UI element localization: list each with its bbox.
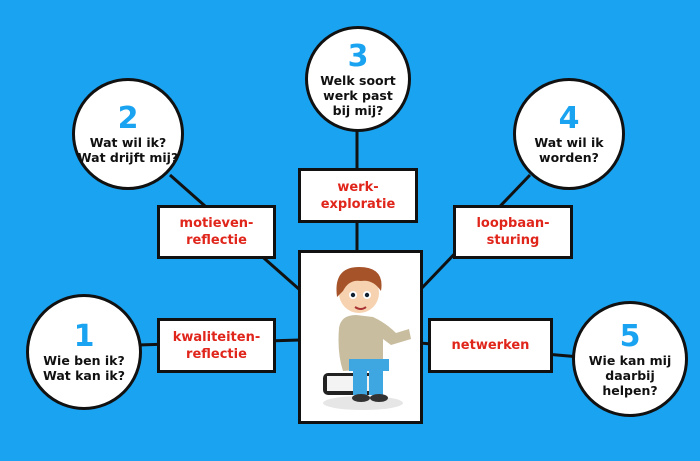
step-number: 5: [619, 318, 641, 354]
step-question: Wat wil ik worden?: [534, 135, 604, 165]
step-circle-1: 1 Wie ben ik? Wat kan ik?: [26, 294, 142, 410]
step-number: 3: [347, 38, 369, 74]
step-circle-5: 5 Wie kan mij daarbij helpen?: [572, 301, 688, 417]
step-number: 4: [558, 101, 580, 136]
label-box-motievenreflectie: motieven- reflectie: [157, 205, 276, 259]
center-illustration-box: [298, 250, 423, 424]
step-question: Welk soort werk past bij mij?: [320, 72, 396, 118]
label-box-netwerken: netwerken: [428, 318, 553, 373]
label-box-loopbaansturing: loopbaan- sturing: [453, 205, 573, 259]
step-number: 1: [73, 319, 95, 354]
step-circle-2: 2 Wat wil ik? Wat drijft mij?: [72, 78, 184, 190]
step-number: 2: [117, 101, 139, 136]
step-circle-3: 3 Welk soort werk past bij mij?: [305, 26, 411, 132]
label-box-kwaliteitenreflectie: kwaliteiten- reflectie: [157, 318, 276, 373]
step-circle-4: 4 Wat wil ik worden?: [513, 78, 625, 190]
step-question: Wie kan mij daarbij helpen?: [588, 352, 672, 398]
step-question: Wie ben ik? Wat kan ik?: [43, 353, 125, 383]
boy-on-book-illustration: [323, 267, 411, 410]
label-box-werkexploratie: werk- exploratie: [298, 168, 418, 223]
step-question: Wat wil ik? Wat drijft mij?: [77, 135, 179, 165]
